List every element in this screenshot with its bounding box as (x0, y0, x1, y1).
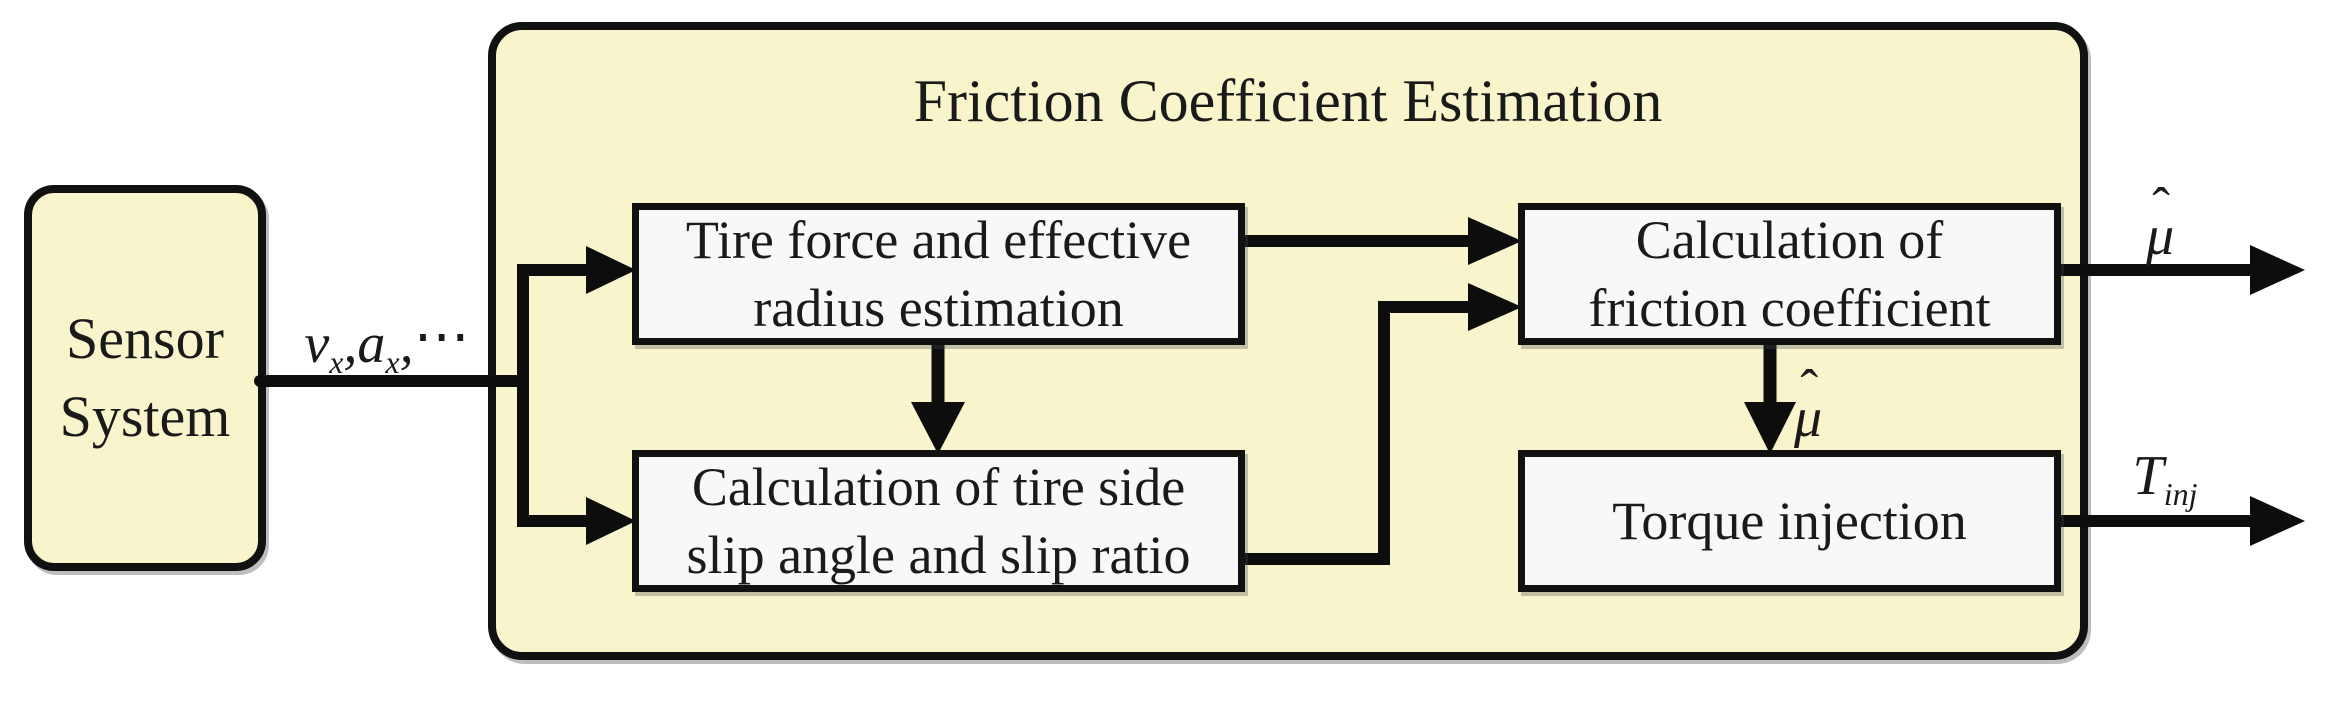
signal-ax-base: a (357, 313, 386, 375)
sensor-system-label-line2: System (59, 384, 231, 449)
sensor-signals-label: vx,ax,⋯ (268, 309, 508, 378)
torque-output-label: Tinj (2100, 445, 2230, 510)
arrowhead-friction-to-torque (1744, 402, 1796, 454)
torque-injection-label: Torque injection (1612, 490, 1967, 551)
slip-calc-label-line1: Calculation of tire side (691, 456, 1186, 517)
arrowhead-tire-to-friction (1468, 217, 1522, 265)
friction-calc-label-line1: Calculation of (1635, 209, 1944, 270)
mu-internal-hat: ˆ (1800, 359, 1819, 419)
wire-slip-to-friction (1238, 301, 1470, 565)
friction-calc-label-line2: friction coefficient (1588, 278, 1991, 338)
arrowhead-mu-output (2250, 245, 2305, 295)
arrowhead-tire-to-slip (911, 402, 965, 454)
arrowhead-into-tire-block (586, 246, 636, 294)
signal-vx-base: v (304, 313, 330, 375)
panel-title: Friction Coefficient Estimation (913, 68, 1663, 134)
arrowhead-into-slip-block (586, 497, 636, 545)
signal-cdots: ⋯ (413, 306, 472, 369)
signal-comma1: , (343, 313, 358, 375)
mu-internal-base: μ (1794, 387, 1823, 449)
slip-calc-label-line2: slip angle and slip ratio (686, 525, 1191, 585)
signal-vx-sub: x (329, 343, 344, 380)
friction-coefficient-calculation-block: Calculation of friction coefficient (1518, 203, 2061, 345)
sensor-system-label-line1: Sensor (66, 305, 224, 371)
sensor-system-box: Sensor System (24, 185, 266, 571)
torque-output-sub: inj (2163, 475, 2198, 512)
arrowhead-slip-to-friction (1468, 283, 1522, 331)
tire-force-label-line1: Tire force and effective (685, 209, 1192, 270)
tire-force-estimation-block: Tire force and effective radius estimati… (632, 203, 1245, 345)
torque-output-base: T (2132, 445, 2164, 507)
mu-output-base: μ (2145, 205, 2175, 267)
tire-force-label-line2: radius estimation (753, 278, 1124, 338)
arrowhead-torque-output (2250, 496, 2305, 546)
signal-comma2: , (399, 313, 414, 375)
slip-calculation-block: Calculation of tire side slip angle and … (632, 450, 1245, 592)
mu-output-hat: ˆ (2152, 177, 2170, 237)
signal-ax-sub: x (385, 343, 400, 380)
torque-injection-block: Torque injection (1518, 450, 2061, 592)
